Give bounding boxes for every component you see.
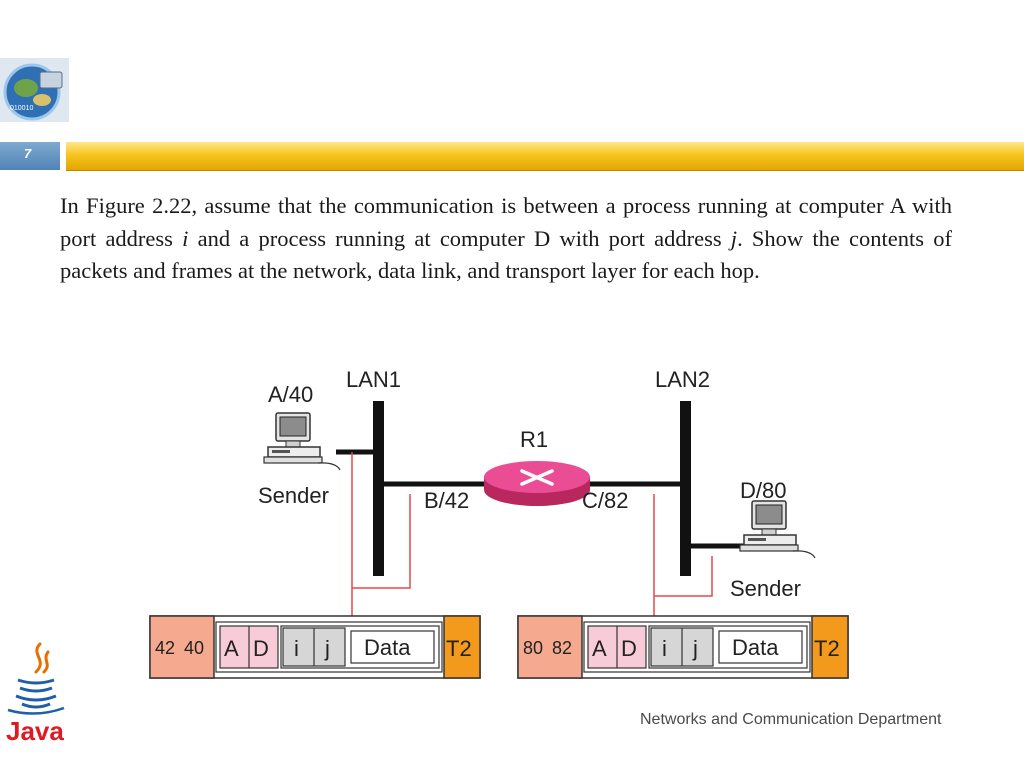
- host-d-label: D/80: [740, 478, 786, 503]
- frame1-mac-src: 40: [184, 638, 204, 658]
- slide-number: 7: [24, 146, 32, 161]
- lan1-label: LAN1: [346, 367, 401, 392]
- question-part-2: and a process running at computer D with…: [188, 225, 731, 251]
- hop2-pointer-d: [654, 556, 713, 597]
- frame1-port-dst: j: [324, 636, 330, 661]
- frame2-mac-src: 82: [552, 638, 572, 658]
- frame2-data: Data: [732, 635, 779, 660]
- frame2-trailer-label: T2: [814, 636, 840, 661]
- host-a-label: A/40: [268, 382, 313, 407]
- frame2-ip-src: A: [592, 636, 607, 661]
- host-a-role: Sender: [258, 483, 329, 508]
- steam-icon: [34, 642, 50, 674]
- java-logo: Java: [6, 642, 65, 746]
- computer-d-icon: [739, 500, 799, 552]
- footer-text: Networks and Communication Department: [640, 711, 942, 728]
- frame1-ip-dst: D: [253, 636, 269, 661]
- globe-icon: 010010: [0, 58, 69, 122]
- frame2-port-dst: j: [692, 636, 698, 661]
- host-d-role: Sender: [730, 576, 801, 601]
- frame2-port-src: i: [662, 636, 667, 661]
- java-logo-text: Java: [6, 716, 64, 746]
- frame1-trailer-label: T2: [446, 636, 472, 661]
- slide-number-box: 7: [0, 142, 60, 170]
- logo-text: 010010: [10, 105, 33, 112]
- lan2-bus: [680, 401, 691, 576]
- frame2-mac-header: [517, 615, 583, 679]
- question-var-i: i: [182, 225, 189, 251]
- frame1-mac-header: [149, 615, 215, 679]
- question-var-j: j: [730, 225, 738, 251]
- frame2-mac-dst: 80: [523, 638, 543, 658]
- port-b-label: B/42: [424, 488, 469, 513]
- lan1-bus: [373, 401, 384, 576]
- frame-hop2: 80 82 A D i j Data T2: [517, 615, 849, 679]
- router-r1: [484, 461, 590, 506]
- hop1-pointer-b: [352, 494, 411, 589]
- lan2-label: LAN2: [655, 367, 710, 392]
- frame1-trailer: [443, 615, 481, 679]
- computer-a-icon: [263, 412, 323, 464]
- logo-image: 010010: [0, 58, 69, 122]
- question-part-3: . Show the contents of packets and frame…: [60, 225, 952, 284]
- frame1-mac-dst: 42: [155, 638, 175, 658]
- title-bar: [66, 142, 1024, 171]
- router-label: R1: [520, 427, 548, 452]
- question-part-1: In Figure 2.22, assume that the communic…: [60, 193, 952, 251]
- port-c-label: C/82: [582, 488, 628, 513]
- frame-hop1: 42 40 A D i j Data T2: [149, 615, 481, 679]
- frame1-port-src: i: [294, 636, 299, 661]
- question-text: In Figure 2.22, assume that the communic…: [60, 190, 952, 288]
- frame2-trailer: [811, 615, 849, 679]
- frame1-data: Data: [364, 635, 411, 660]
- frame2-ip-dst: D: [621, 636, 637, 661]
- frame1-ip-src: A: [224, 636, 239, 661]
